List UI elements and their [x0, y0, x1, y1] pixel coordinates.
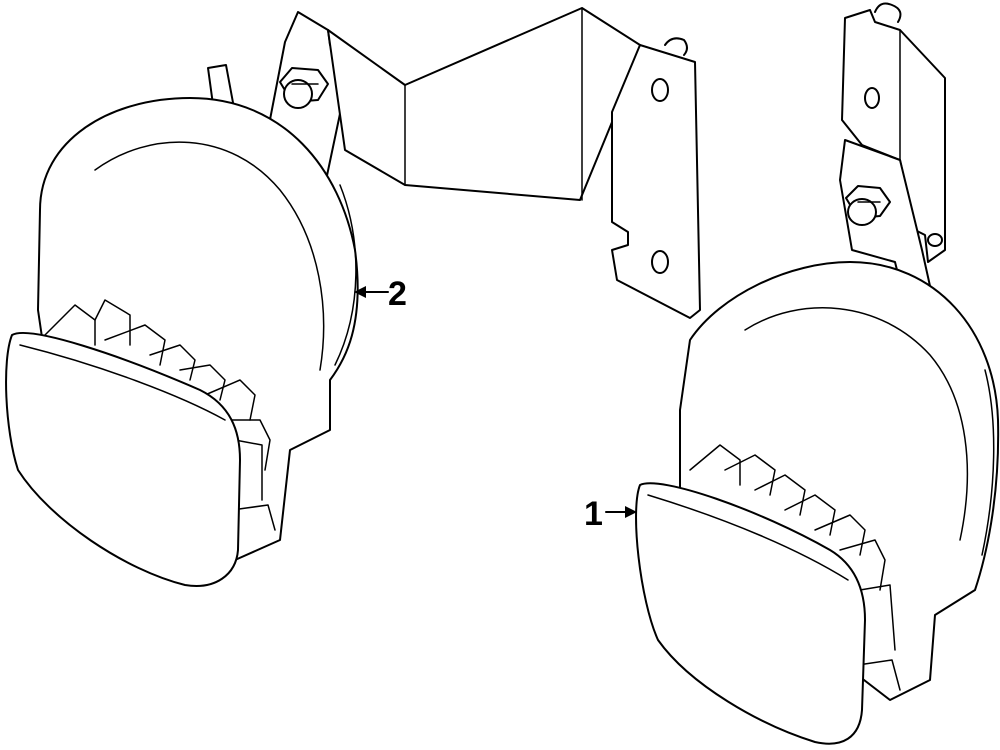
callout-arrow-1-icon: [625, 506, 637, 518]
callout-2: 2: [354, 275, 407, 313]
callout-arrow-2-icon: [354, 286, 366, 298]
callout-1: 1: [584, 495, 637, 533]
horn-right: [635, 261, 1000, 745]
right-mounting-bolt: [845, 185, 891, 226]
horn-left: [5, 64, 359, 587]
left-mounting-bolt: [279, 67, 329, 109]
callout-number-2: 2: [388, 275, 407, 313]
callout-number-1: 1: [584, 495, 603, 533]
